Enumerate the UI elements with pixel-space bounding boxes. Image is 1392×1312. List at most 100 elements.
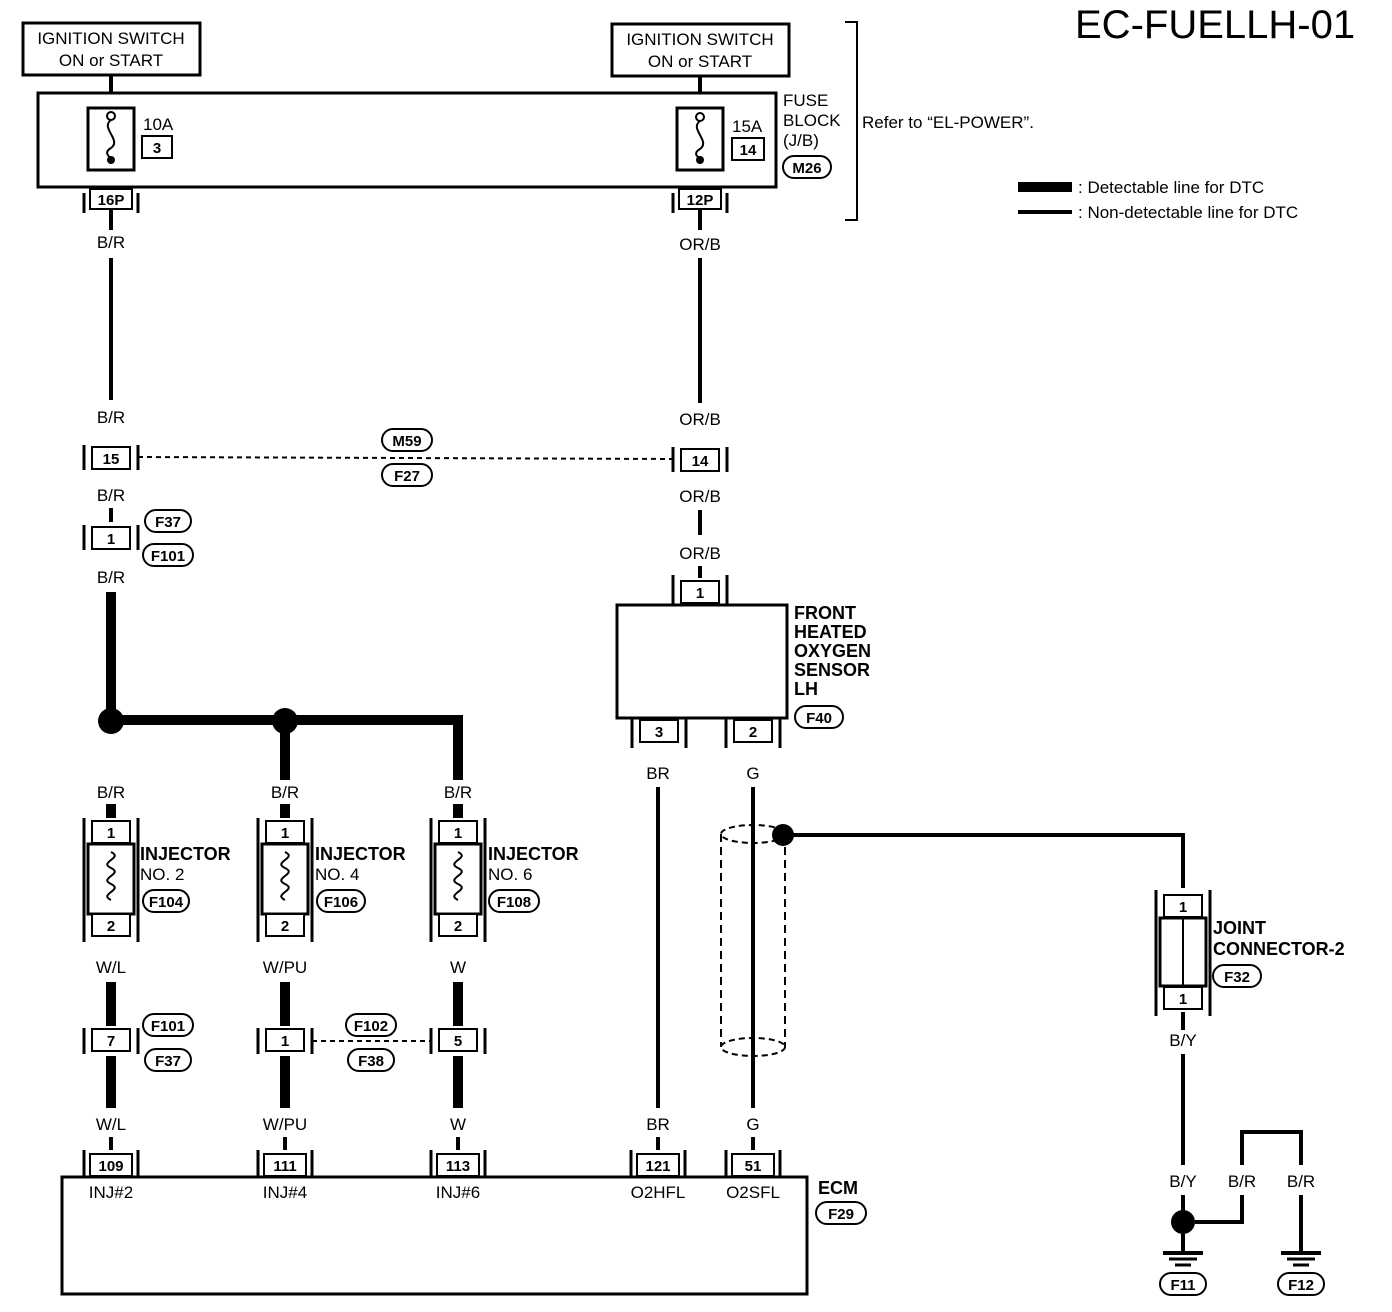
ignition-switch-left-line1: IGNITION SWITCH <box>37 29 184 48</box>
wire-label-orb: OR/B <box>679 544 721 563</box>
ignition-switch-right-line1: IGNITION SWITCH <box>626 30 773 49</box>
fuse-left-number: 3 <box>153 140 161 157</box>
ground-icon <box>1281 1251 1321 1267</box>
wire-label-br-brown: BR <box>646 1115 670 1134</box>
wire-label-by: B/Y <box>1169 1031 1196 1050</box>
pin-number: 1 <box>107 531 115 548</box>
wire-label-br: B/R <box>1287 1172 1315 1191</box>
injector-coil-icon <box>106 851 116 901</box>
pin-number: 5 <box>454 1033 462 1050</box>
connector-m59-right: 14 <box>671 447 729 472</box>
pin-number: 1 <box>1179 899 1187 916</box>
front-heated-oxygen-sensor-lh: 1 FRONT HEATED OXYGEN SENSOR LH F40 3 2 <box>615 575 871 748</box>
connector-tag-f101: F101 <box>151 1018 185 1035</box>
ecm-pin-121: 121 O2HFL <box>629 1150 687 1202</box>
pin-number: 14 <box>692 453 709 470</box>
connector-tag: F106 <box>324 894 358 911</box>
wire-label-br: B/R <box>444 783 472 802</box>
fuse-symbol-icon <box>106 119 116 159</box>
joint-connector-2: 1 1 JOINT CONNECTOR-2 F32 <box>1154 890 1345 1016</box>
fuse-block: 10A 3 15A 14 FUSE BLOCK (J/B) M26 <box>36 91 841 189</box>
pin-number: 15 <box>103 451 120 468</box>
injector-label: INJECTOR <box>140 844 231 864</box>
ecm-label: ECM <box>818 1178 858 1198</box>
wire-label-w: W <box>450 958 466 977</box>
ignition-switch-right-line2: ON or START <box>648 52 752 71</box>
ignition-switch-right: IGNITION SWITCH ON or START <box>610 22 791 78</box>
pin-number: 2 <box>107 918 115 935</box>
pin-number: 109 <box>98 1158 123 1175</box>
pin-number: 121 <box>645 1158 670 1175</box>
injector-number: NO. 6 <box>488 865 532 884</box>
wire-label-br: B/R <box>97 486 125 505</box>
pin-number: 113 <box>446 1158 470 1175</box>
wire-label-w: W <box>450 1115 466 1134</box>
injector-label: INJECTOR <box>315 844 406 864</box>
pin-number: 1 <box>1179 991 1187 1008</box>
wire-label-wl: W/L <box>96 1115 126 1134</box>
wire-label-orb: OR/B <box>679 235 721 254</box>
joint-label-2: CONNECTOR-2 <box>1213 939 1345 959</box>
legend-detectable-text: : Detectable line for DTC <box>1078 178 1264 197</box>
ground-tag-f11: F11 <box>1170 1277 1195 1294</box>
fuse-right-number: 14 <box>740 142 757 159</box>
pin-number: 1 <box>696 585 704 602</box>
connector-tag-f29: F29 <box>828 1206 854 1223</box>
ecm-pin-109: 109 INJ#2 <box>82 1150 140 1202</box>
fuse-block-connector-tag: M26 <box>792 160 821 177</box>
ecm-pin-51: 51 O2SFL <box>724 1150 782 1202</box>
injector-no-2: 1 2 INJECTOR NO. 2 F104 <box>82 818 231 942</box>
wire-label-br: B/R <box>1228 1172 1256 1191</box>
pin-number: 111 <box>273 1158 296 1175</box>
fuse-right-rating: 15A <box>732 117 763 136</box>
sensor-label-1: FRONT <box>794 603 856 623</box>
sensor-label-3: OXYGEN <box>794 641 871 661</box>
connector-tag-f37: F37 <box>155 1053 181 1070</box>
connector-link-dashed <box>137 456 674 460</box>
fuse-block-label-1: FUSE <box>783 91 828 110</box>
sensor-label-2: HEATED <box>794 622 867 642</box>
ecm-pin-name: INJ#6 <box>436 1183 480 1202</box>
wire-label-br: B/R <box>97 568 125 587</box>
connector-tag-f102: F102 <box>354 1018 388 1035</box>
injector-no-6: 1 2 INJECTOR NO. 6 F108 <box>429 818 579 942</box>
ecm-pin-name: INJ#4 <box>263 1183 307 1202</box>
sensor-label-5: LH <box>794 679 818 699</box>
connector-16p-label: 16P <box>98 192 125 209</box>
junction-dot <box>98 708 124 734</box>
joint-label-1: JOINT <box>1213 918 1266 938</box>
connector-12p-label: 12P <box>687 192 714 209</box>
connector-tag: F108 <box>497 894 531 911</box>
wire-label-br: B/R <box>97 783 125 802</box>
pin-number: 1 <box>107 825 115 842</box>
injector-coil-icon <box>453 851 463 901</box>
pin-number: 2 <box>454 918 462 935</box>
ground-tag-f12: F12 <box>1288 1277 1314 1294</box>
injector-label: INJECTOR <box>488 844 579 864</box>
connector-m59-left: 15 <box>82 445 140 470</box>
fuse-symbol-icon <box>695 120 705 159</box>
pin-number: 1 <box>281 825 289 842</box>
ecm-pin-name: O2HFL <box>631 1183 686 1202</box>
wire-label-g: G <box>746 1115 759 1134</box>
connector-f101-bottom: 7 <box>82 1028 140 1054</box>
pin-number: 7 <box>107 1033 115 1050</box>
wire-label-orb: OR/B <box>679 410 721 429</box>
connector-tag-f101: F101 <box>151 548 185 565</box>
injector-coil-icon <box>280 851 290 901</box>
refer-text: Refer to “EL-POWER”. <box>862 113 1034 132</box>
legend: : Detectable line for DTC : Non-detectab… <box>1018 178 1298 222</box>
injector-no-4: 1 2 INJECTOR NO. 4 F106 <box>256 818 406 942</box>
wire-label-wpu: W/PU <box>263 1115 307 1134</box>
wire-label-br: B/R <box>97 233 125 252</box>
ecm-pin-name: INJ#2 <box>89 1183 133 1202</box>
wire-label-br: B/R <box>271 783 299 802</box>
connector-tag-f38: F38 <box>358 1053 384 1070</box>
wire-label-wpu: W/PU <box>263 958 307 977</box>
fuse-block-label-2: BLOCK <box>783 111 841 130</box>
wire-label-orb: OR/B <box>679 487 721 506</box>
junction-dot <box>272 708 298 734</box>
pin-number: 51 <box>745 1158 762 1175</box>
ecm-pin-111: 111 INJ#4 <box>256 1150 314 1202</box>
pin-number: 3 <box>655 724 663 741</box>
